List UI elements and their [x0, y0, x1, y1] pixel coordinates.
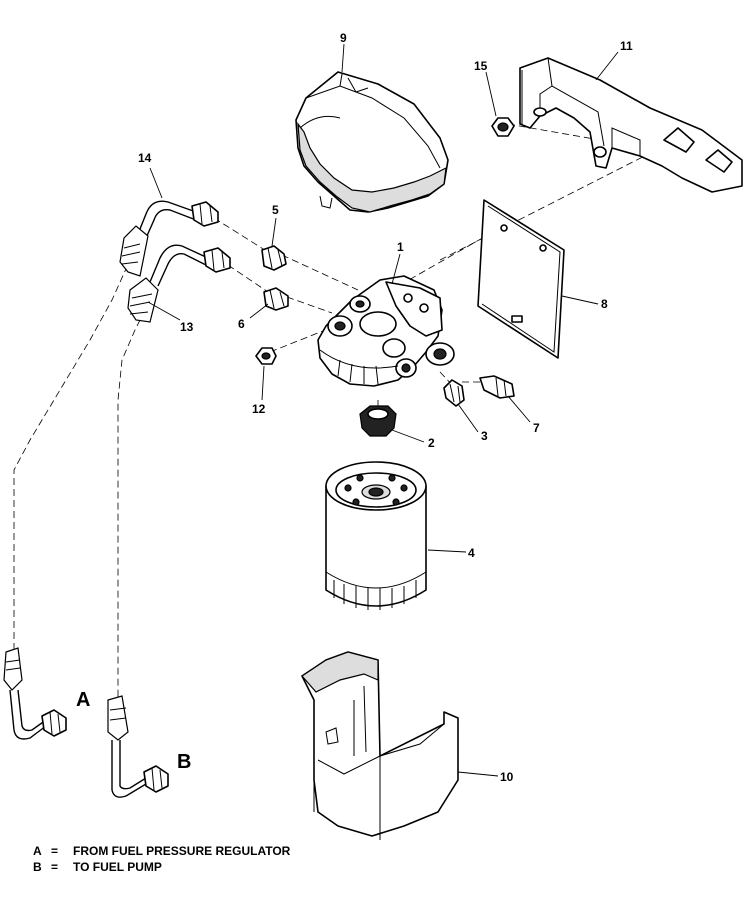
callout-5: 5: [272, 203, 279, 217]
callout-9: 9: [340, 31, 347, 45]
leader-lines: [147, 43, 619, 777]
part-5-fitting: [261, 245, 287, 271]
part-6-fitting: [263, 287, 289, 311]
legend-row-b: B = TO FUEL PUMP: [33, 859, 290, 875]
line-label-a: A: [76, 689, 90, 711]
callout-13: 13: [180, 320, 194, 334]
part-11-bracket: [519, 57, 743, 193]
callout-14: 14: [138, 151, 152, 165]
line-label-b: B: [177, 751, 191, 773]
callouts: 1 2 3 4 5 6 7 8 9 10 11 12 13 14 15 A B: [76, 31, 633, 784]
part-4-filter: [325, 461, 427, 610]
alignment-lines: [13, 123, 681, 700]
callout-8: 8: [601, 297, 608, 311]
callout-15: 15: [474, 59, 488, 73]
legend-equals: =: [51, 844, 59, 858]
part-3-fitting: [443, 379, 465, 407]
callout-7: 7: [533, 421, 540, 435]
legend-text: TO FUEL PUMP: [73, 860, 162, 874]
part-9-cover: [295, 71, 449, 213]
legend: A = FROM FUEL PRESSURE REGULATOR B = TO …: [33, 843, 290, 875]
part-15-nut: [491, 117, 515, 137]
callout-2: 2: [428, 436, 435, 450]
legend-text: FROM FUEL PRESSURE REGULATOR: [73, 844, 291, 858]
part-12-nut: [255, 347, 277, 365]
callout-12: 12: [252, 402, 266, 416]
part-2-plug: [359, 405, 397, 437]
part-14-hose: [3, 200, 219, 740]
callout-6: 6: [238, 317, 245, 331]
legend-key: B: [33, 860, 42, 874]
callout-4: 4: [468, 546, 475, 560]
part-1-filter-head: [317, 275, 455, 387]
legend-row-a: A = FROM FUEL PRESSURE REGULATOR: [33, 843, 290, 859]
part-7-fitting: [479, 375, 515, 399]
part-10-shield: [301, 651, 459, 840]
part-13-hose: [107, 244, 231, 798]
callout-11: 11: [620, 39, 633, 53]
callout-3: 3: [481, 429, 488, 443]
legend-equals: =: [51, 860, 59, 874]
part-8-gasket: [477, 199, 565, 359]
callout-10: 10: [500, 770, 514, 784]
legend-key: A: [33, 844, 42, 858]
callout-1: 1: [397, 240, 404, 254]
